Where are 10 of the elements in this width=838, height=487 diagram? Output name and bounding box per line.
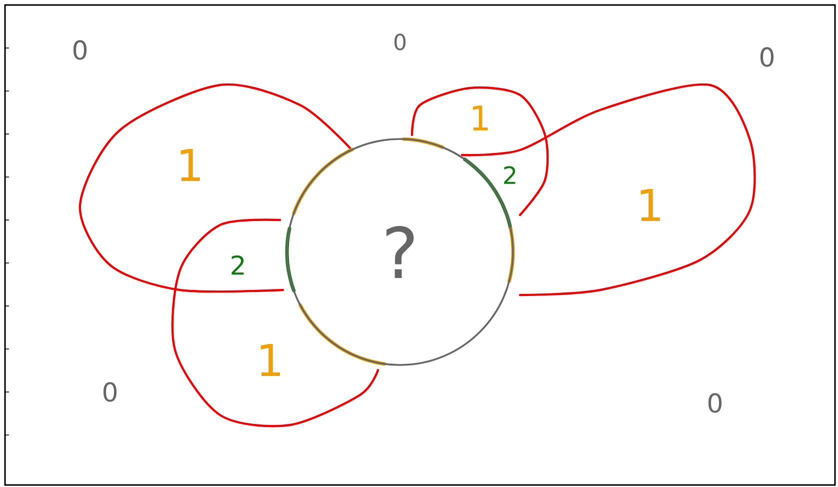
number-label: 2 [504, 166, 516, 184]
number-label: 2 [232, 255, 244, 275]
number-label: 1 [640, 188, 660, 222]
number-label: 0 [73, 40, 87, 60]
number-label: 0 [708, 393, 722, 413]
number-label: 0 [394, 34, 406, 50]
number-label: 1 [180, 148, 200, 182]
number-label: 0 [103, 382, 117, 402]
number-label: 0 [760, 47, 774, 67]
number-label: 1 [260, 344, 280, 376]
